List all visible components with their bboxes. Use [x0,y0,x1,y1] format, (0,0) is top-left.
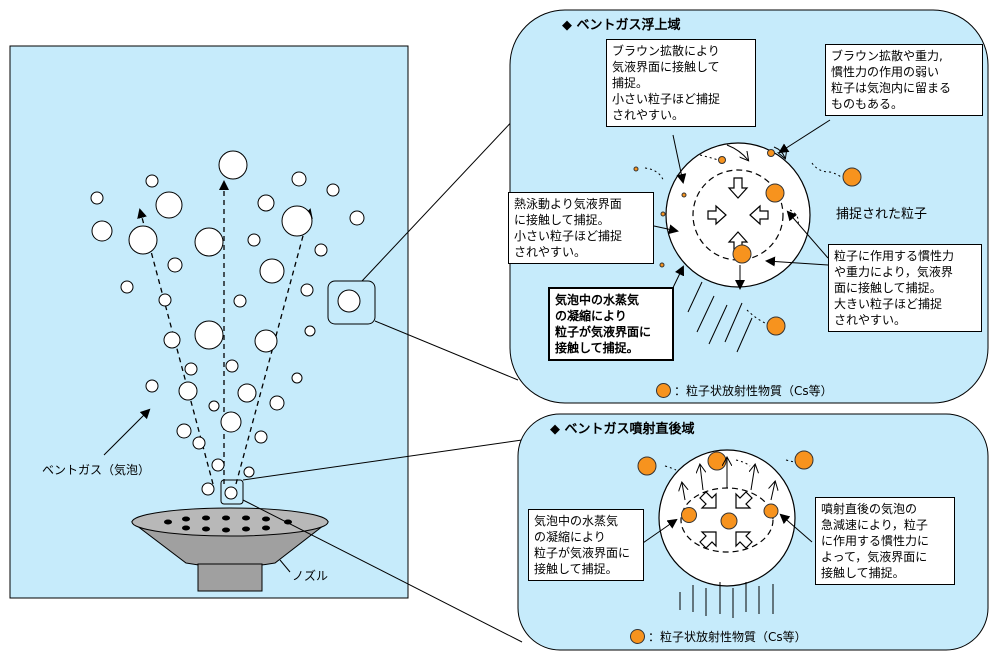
legend-upper-text: ：粒子状放射性物質（Cs等） [674,384,833,398]
bubbles [90,150,365,496]
bubble [314,243,328,257]
zoom-marker-upper [327,280,376,325]
bubble [194,320,224,350]
bubble [326,183,340,197]
note-thermal: 熱泳動より気液界面 に接触して捕捉。 小さい粒子ほど捕捉 されやすい。 [508,192,654,264]
bubble [257,194,275,212]
bubble [281,205,313,237]
particle-legend-icon [630,629,645,644]
bubble [91,220,113,242]
nozzle [130,507,330,592]
bubble [201,482,215,496]
bubble [167,257,183,273]
gas-label-arrow [103,408,151,456]
bubble [254,329,278,353]
note-deceleration: 噴射直後の気泡の 急減速により，粒子 に作用する慣性力に よって，気液界面に 接… [815,497,955,585]
gas-streaks-upper [687,281,753,353]
bubble [291,171,307,187]
bubble [247,233,261,247]
bubble [155,191,183,219]
bubble [178,381,198,401]
note-condensation-lower: 気泡中の水蒸気 の凝縮により 粒子が気液界面に 接触して捕捉。 [528,509,644,581]
bubble [128,225,158,255]
bubble [192,436,206,450]
captured-particle-label: 捕捉された粒子 [836,207,928,222]
bubble [218,150,248,180]
zoom-bubble [665,142,811,288]
bubble [224,486,238,500]
bubble [120,280,134,294]
bubble [300,283,314,297]
bubble [291,372,303,384]
bubble [163,331,181,349]
note-brownian: ブラウン拡散により 気液界面に接触して 捕捉。 小さい粒子ほど捕捉 されやすい。 [606,39,756,127]
legend-upper: ：粒子状放射性物質（Cs等） [656,382,833,399]
bubble [145,174,159,188]
bubble [259,258,285,284]
bubble [220,411,242,433]
bubble [184,362,198,376]
bubble [269,395,285,411]
bubble [233,294,247,308]
note-retained: ブラウン拡散や重力, 慣性力の作用の弱い 粒子は気泡内に留まる ものもある。 [825,44,983,116]
particles-lower [637,450,814,530]
bubble [90,191,104,205]
bubble [254,430,268,444]
legend-lower-text: ：粒子状放射性物質（Cs等） [648,630,807,644]
zoom-marker-lower [220,479,244,505]
bubble [304,325,316,337]
bubble [208,400,220,412]
bubble [145,379,159,393]
callout-arrows-lower [639,513,813,546]
upward-arrows-lower [664,458,797,501]
zoom-connectors [242,114,523,643]
particle-legend-icon [656,383,671,398]
lower-panel-heading: ◆ ベントガス噴射直後域 [550,422,695,437]
bubble [225,359,239,373]
bubble [243,466,255,478]
nozzle-label-line [279,559,291,573]
particles-upper [633,149,862,336]
gas-streaks-lower [679,582,774,618]
note-condensation-upper: 気泡中の水蒸気 の凝縮により 粒子が気液界面に 接触して捕捉。 [548,287,674,361]
bubble [194,227,224,257]
inward-hollow-arrows-lower [699,491,753,549]
note-inertia: 粒子に作用する慣性力 や重力により，気液界 面に接触して捕捉。 大きい粒子ほど捕… [828,244,982,332]
trajectory-right [235,208,313,485]
bubble [211,458,225,472]
bubble [349,210,365,226]
bubble [158,293,172,307]
bubble [176,423,192,439]
nozzle-label: ノズル [292,569,329,583]
legend-lower: ：粒子状放射性物質（Cs等） [630,628,807,645]
bubble [337,289,361,313]
upper-panel-heading: ◆ ベントガス浮上域 [562,18,681,33]
bubble [237,383,257,403]
gas-label: ベントガス（気泡） [42,463,151,477]
